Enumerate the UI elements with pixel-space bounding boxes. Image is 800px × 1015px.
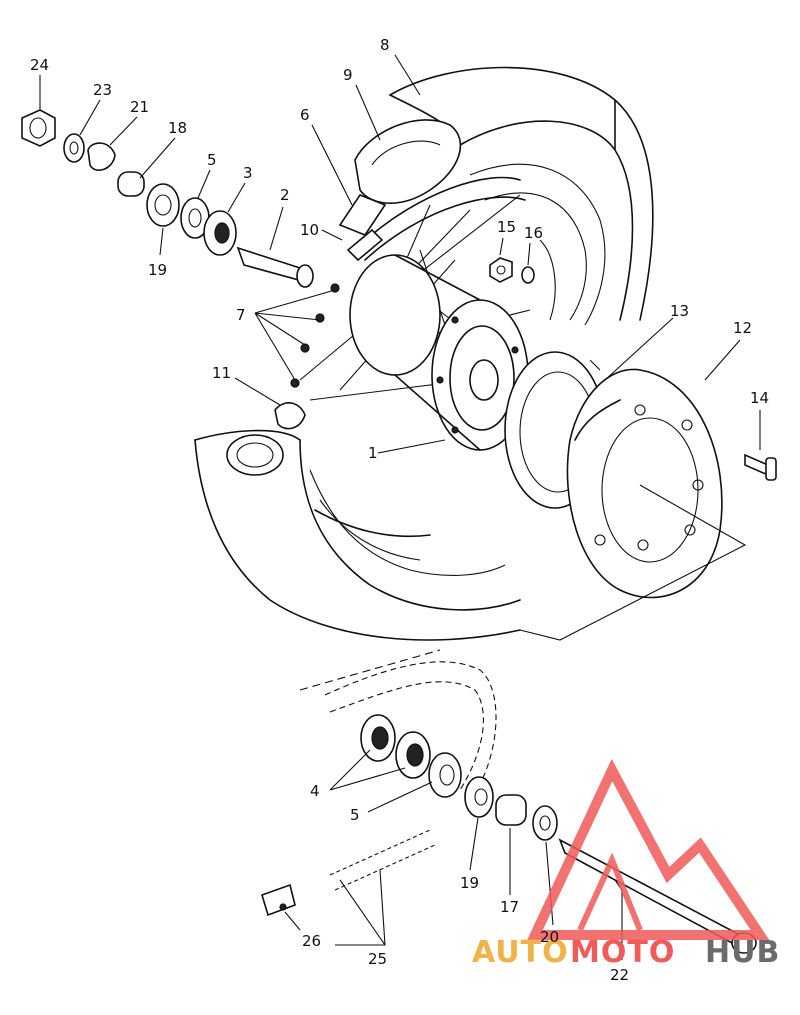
washer-16 — [521, 266, 535, 284]
watermark-logo-icon — [527, 758, 770, 940]
label-23: 23 — [93, 81, 112, 99]
label-25: 25 — [368, 950, 387, 968]
spoke-nipples — [290, 283, 340, 388]
nut-15 — [489, 257, 513, 283]
label-12: 12 — [733, 319, 752, 337]
label-2: 2 — [280, 186, 290, 204]
tire — [389, 66, 654, 326]
label-10: 10 — [300, 221, 319, 239]
lower-collar-5 — [428, 752, 462, 798]
label-15: 15 — [497, 218, 516, 236]
valve-cap-11 — [226, 402, 306, 476]
label-26: 26 — [302, 932, 321, 950]
chain-joint-26 — [261, 883, 296, 917]
watermark-text-auto: AUTO — [472, 935, 569, 970]
part-labels: 24 23 21 18 5 3 2 19 8 9 6 10 15 16 7 11… — [30, 36, 769, 984]
label-20: 20 — [540, 928, 559, 946]
leader-lines — [39, 54, 761, 641]
label-14: 14 — [750, 389, 769, 407]
brake-disc — [566, 368, 723, 599]
label-9: 9 — [343, 66, 353, 84]
watermark-text-hub: HUB — [705, 935, 780, 970]
label-8: 8 — [380, 36, 390, 54]
label-17: 17 — [500, 898, 519, 916]
hub — [349, 254, 529, 451]
label-5a: 5 — [207, 151, 217, 169]
inner-tube — [338, 119, 462, 262]
label-3: 3 — [243, 164, 253, 182]
label-19a: 19 — [148, 261, 167, 279]
lower-spacer-17 — [495, 794, 527, 826]
lower-leader-lines — [284, 749, 623, 960]
label-18: 18 — [168, 119, 187, 137]
label-6: 6 — [300, 106, 310, 124]
label-16: 16 — [524, 224, 543, 242]
lower-washer-20 — [532, 805, 558, 841]
tire-lower — [194, 429, 521, 641]
left-axle-parts — [21, 109, 314, 288]
lower-wheel-arc — [299, 649, 497, 801]
label-1: 1 — [368, 444, 378, 462]
label-21: 21 — [130, 98, 149, 116]
label-19b: 19 — [460, 874, 479, 892]
label-11: 11 — [212, 364, 231, 382]
watermark-text-moto: MOTO — [570, 935, 675, 970]
label-24: 24 — [30, 56, 49, 74]
label-7: 7 — [236, 306, 246, 324]
label-5b: 5 — [350, 806, 360, 824]
drive-chain-25 — [329, 829, 436, 891]
label-4: 4 — [310, 782, 320, 800]
lower-bearings-4 — [360, 714, 431, 779]
label-22: 22 — [610, 966, 629, 984]
lower-seal-19 — [464, 776, 494, 818]
label-13: 13 — [670, 302, 689, 320]
bolt-14 — [744, 453, 777, 481]
